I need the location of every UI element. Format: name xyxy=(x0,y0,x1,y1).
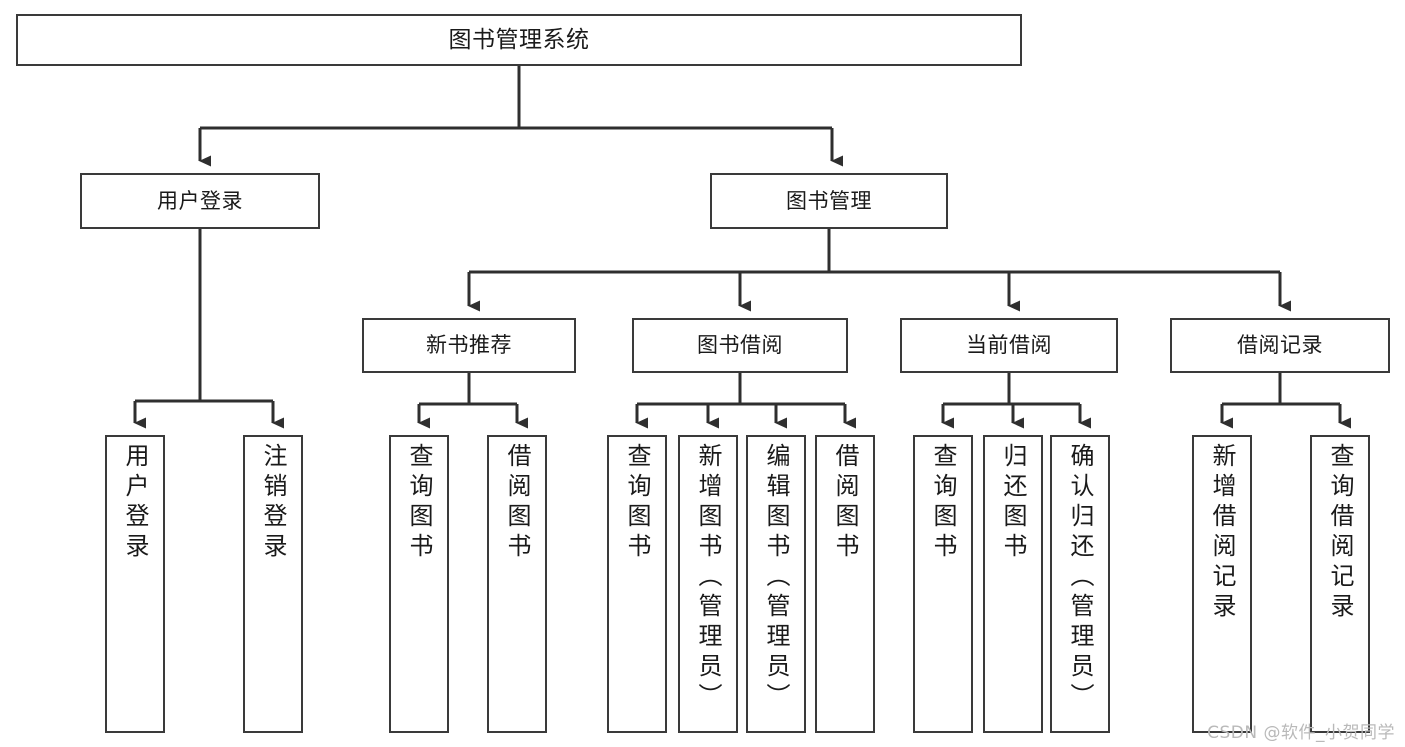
leaf-node[interactable]: 注销登录 xyxy=(243,435,303,733)
node-new-book-recommendation[interactable]: 新书推荐 xyxy=(362,318,576,373)
leaf-node[interactable]: 归还图书 xyxy=(983,435,1043,733)
node-root-system[interactable]: 图书管理系统 xyxy=(16,14,1022,66)
leaf-node[interactable]: 编辑图书（管理员） xyxy=(746,435,806,733)
leaf-node[interactable]: 新增图书（管理员） xyxy=(678,435,738,733)
node-label: 注销登录 xyxy=(259,443,287,563)
leaf-node[interactable]: 查询图书 xyxy=(913,435,973,733)
leaf-node[interactable]: 用户登录 xyxy=(105,435,165,733)
node-label: 确认归还（管理员） xyxy=(1066,443,1094,713)
leaf-node[interactable]: 确认归还（管理员） xyxy=(1050,435,1110,733)
node-label: 图书管理 xyxy=(786,188,872,213)
node-label: 查询图书 xyxy=(405,443,433,563)
node-label: 借阅记录 xyxy=(1237,333,1323,358)
node-label: 图书借阅 xyxy=(697,333,783,358)
node-label: 归还图书 xyxy=(999,443,1027,563)
node-label: 新书推荐 xyxy=(426,333,512,358)
node-label: 编辑图书（管理员） xyxy=(762,443,790,713)
node-label: 图书管理系统 xyxy=(448,26,590,53)
node-book-management[interactable]: 图书管理 xyxy=(710,173,948,229)
leaf-node[interactable]: 查询图书 xyxy=(607,435,667,733)
node-borrowing-records[interactable]: 借阅记录 xyxy=(1170,318,1390,373)
node-label: 用户登录 xyxy=(157,188,243,213)
watermark: CSDN @软件_小贺同学 xyxy=(1207,723,1395,743)
node-label: 查询借阅记录 xyxy=(1326,443,1354,623)
node-label: 新增图书（管理员） xyxy=(694,443,722,713)
node-label: 当前借阅 xyxy=(966,333,1052,358)
node-label: 用户登录 xyxy=(121,443,149,563)
leaf-node[interactable]: 借阅图书 xyxy=(815,435,875,733)
node-label: 新增借阅记录 xyxy=(1208,443,1236,623)
node-label: 借阅图书 xyxy=(503,443,531,563)
node-book-borrowing[interactable]: 图书借阅 xyxy=(632,318,848,373)
leaf-node[interactable]: 借阅图书 xyxy=(487,435,547,733)
node-label: 查询图书 xyxy=(623,443,651,563)
leaf-node[interactable]: 查询借阅记录 xyxy=(1310,435,1370,733)
leaf-node[interactable]: 新增借阅记录 xyxy=(1192,435,1252,733)
node-current-borrowing[interactable]: 当前借阅 xyxy=(900,318,1118,373)
node-user-login[interactable]: 用户登录 xyxy=(80,173,320,229)
node-label: 借阅图书 xyxy=(831,443,859,563)
node-label: 查询图书 xyxy=(929,443,957,563)
leaf-node[interactable]: 查询图书 xyxy=(389,435,449,733)
